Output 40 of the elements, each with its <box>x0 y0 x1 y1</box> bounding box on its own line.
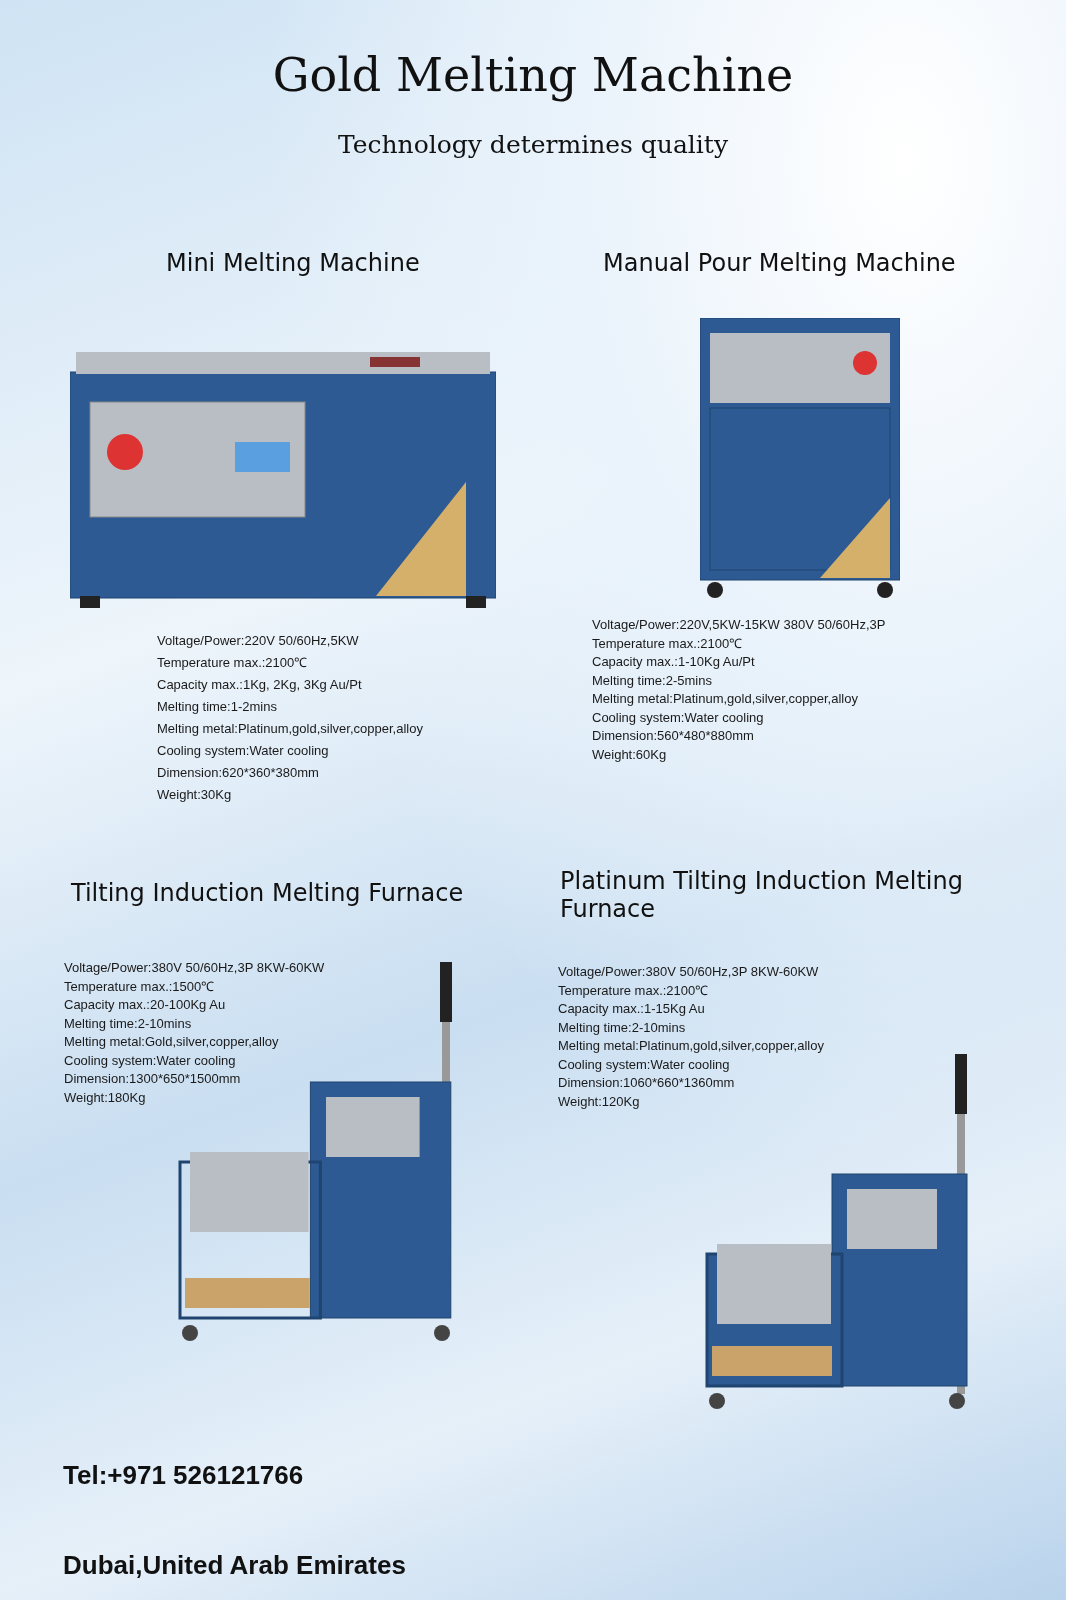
spec-line: Voltage/Power:380V 50/60Hz,3P 8KW-60KW <box>558 963 819 981</box>
spec-line: Voltage/Power:220V,5KW-15KW 380V 50/60Hz,3P <box>592 616 886 634</box>
spec-line: Weight:30Kg <box>157 786 232 804</box>
spec-line: Temperature max.:1500℃ <box>64 977 215 996</box>
product-heading: Platinum Tilting Induction Melting Furnace <box>560 868 964 924</box>
title: Gold Melting Machine <box>271 48 795 102</box>
spec-line: Weight:180Kg <box>64 1088 146 1107</box>
spec-line: Melting metal:Gold,silver,copper,alloy <box>64 1033 279 1051</box>
spec-line: Weight:120Kg <box>558 1092 640 1111</box>
spec-line: Cooling system:Water cooling <box>64 1051 236 1070</box>
contact-text: Tel:+971 526121766 <box>63 1460 304 1491</box>
spec-line: Melting metal:Platinum,gold,silver,copper,alloy <box>558 1037 824 1055</box>
spec-line: Capacity max.:1Kg, 2Kg, 3Kg Au/Pt <box>157 676 362 694</box>
spec-line: Melting time:2-5mins <box>592 671 712 690</box>
spec-line: Dimension:620*360*380mm <box>157 764 319 782</box>
contact-text: Dubai,United Arab Emirates <box>63 1550 406 1581</box>
spec-line: Temperature max.:2100℃ <box>592 634 743 653</box>
spec-line: Voltage/Power:220V 50/60Hz,5KW <box>157 632 359 650</box>
spec-line: Melting metal:Platinum,gold,silver,copper,alloy <box>157 720 423 738</box>
spec-line: Melting time:2-10mins <box>64 1014 192 1033</box>
spec-line: Temperature max.:2100℃ <box>558 981 709 1000</box>
spec-line: Weight:60Kg <box>592 745 667 764</box>
product-heading: Tilting Induction Melting Furnace <box>71 880 464 908</box>
spec-line: Voltage/Power:380V 50/60Hz,3P 8KW-60KW <box>64 959 325 977</box>
spec-line: Cooling system:Water cooling <box>157 742 329 760</box>
spec-line: Capacity max.:1-10Kg Au/Pt <box>592 653 755 671</box>
spec-line: Melting time:2-10mins <box>558 1018 686 1037</box>
spec-line: Cooling system:Water cooling <box>592 708 764 727</box>
spec-line: Cooling system:Water cooling <box>558 1055 730 1074</box>
spec-line: Capacity max.:1-15Kg Au <box>558 1000 705 1018</box>
spec-line: Temperature max.:2100℃ <box>157 654 308 672</box>
spec-line: Capacity max.:20-100Kg Au <box>64 996 226 1014</box>
spec-line: Dimension:1060*660*1360mm <box>558 1074 735 1092</box>
spec-line: Dimension:560*480*880mm <box>592 727 754 745</box>
product-heading: Mini Melting Machine <box>166 250 420 278</box>
product-heading: Manual Pour Melting Machine <box>603 250 956 278</box>
spec-line: Dimension:1300*650*1500mm <box>64 1070 241 1088</box>
subtitle: Technology determines quality <box>336 130 729 159</box>
spec-line: Melting time:1-2mins <box>157 698 277 716</box>
spec-line: Melting metal:Platinum,gold,silver,copper,alloy <box>592 690 858 708</box>
